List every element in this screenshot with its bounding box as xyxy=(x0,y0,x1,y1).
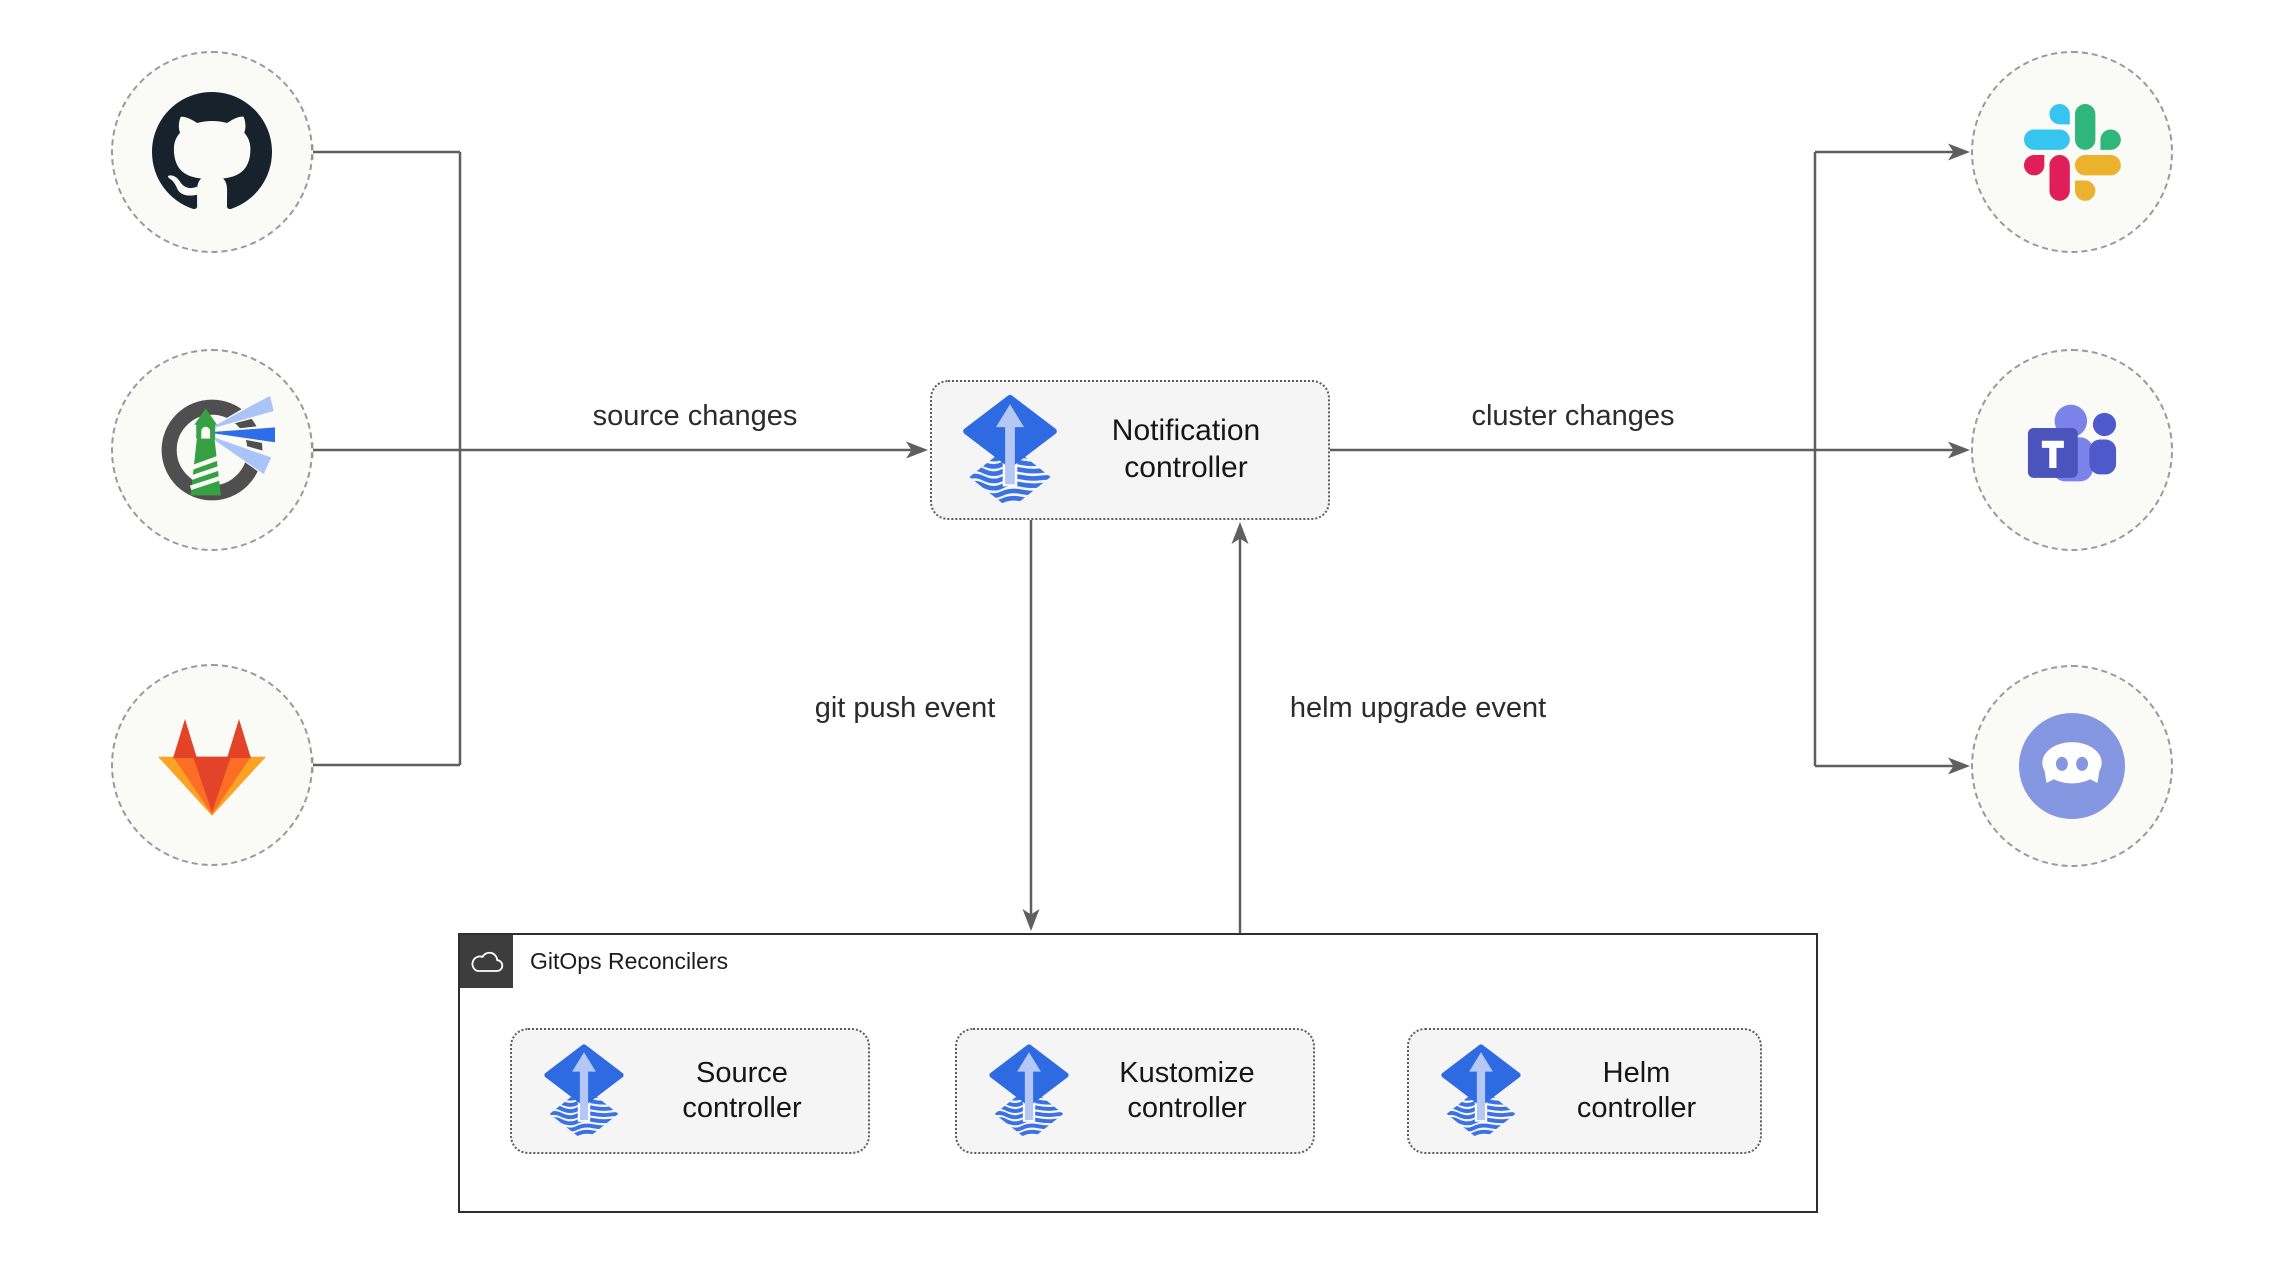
container-title: GitOps Reconcilers xyxy=(530,948,729,974)
harbor-icon xyxy=(149,387,275,513)
slack-icon xyxy=(2024,104,2121,201)
helm-upgrade-event-label: helm upgrade event xyxy=(1289,692,1547,724)
helm-controller-node: Helm controller xyxy=(1407,1028,1762,1154)
slack-node xyxy=(1971,51,2173,253)
microsoft-teams-icon xyxy=(2014,392,2130,508)
gitlab-node xyxy=(111,664,313,866)
flux-icon xyxy=(958,394,1062,506)
flux-icon xyxy=(1437,1043,1525,1139)
source-controller-label: Source controller xyxy=(682,1056,802,1124)
cluster-changes-label: cluster changes xyxy=(1471,400,1675,432)
github-icon xyxy=(152,92,272,212)
gitlab-icon xyxy=(149,709,275,822)
gitops-reconcilers-container: GitOps Reconcilers Source controller Kus… xyxy=(458,933,1818,1213)
container-header xyxy=(460,935,513,988)
helm-controller-label: Helm controller xyxy=(1576,1056,1697,1124)
flux-icon xyxy=(540,1043,628,1139)
git-push-event-label: git push event xyxy=(814,692,996,724)
flux-icon xyxy=(985,1043,1073,1139)
cloud-icon xyxy=(469,948,505,976)
github-node xyxy=(111,51,313,253)
teams-node xyxy=(1971,349,2173,551)
source-changes-label: source changes xyxy=(592,400,798,432)
source-controller-node: Source controller xyxy=(510,1028,870,1154)
kustomize-controller-node: Kustomize controller xyxy=(955,1028,1315,1154)
kustomize-controller-label: Kustomize controller xyxy=(1119,1056,1255,1124)
discord-icon xyxy=(2019,713,2125,819)
discord-node xyxy=(1971,665,2173,867)
notification-controller-node: Notification controller xyxy=(930,380,1330,520)
notification-controller-label: Notification controller xyxy=(1111,414,1261,484)
harbor-node xyxy=(111,349,313,551)
